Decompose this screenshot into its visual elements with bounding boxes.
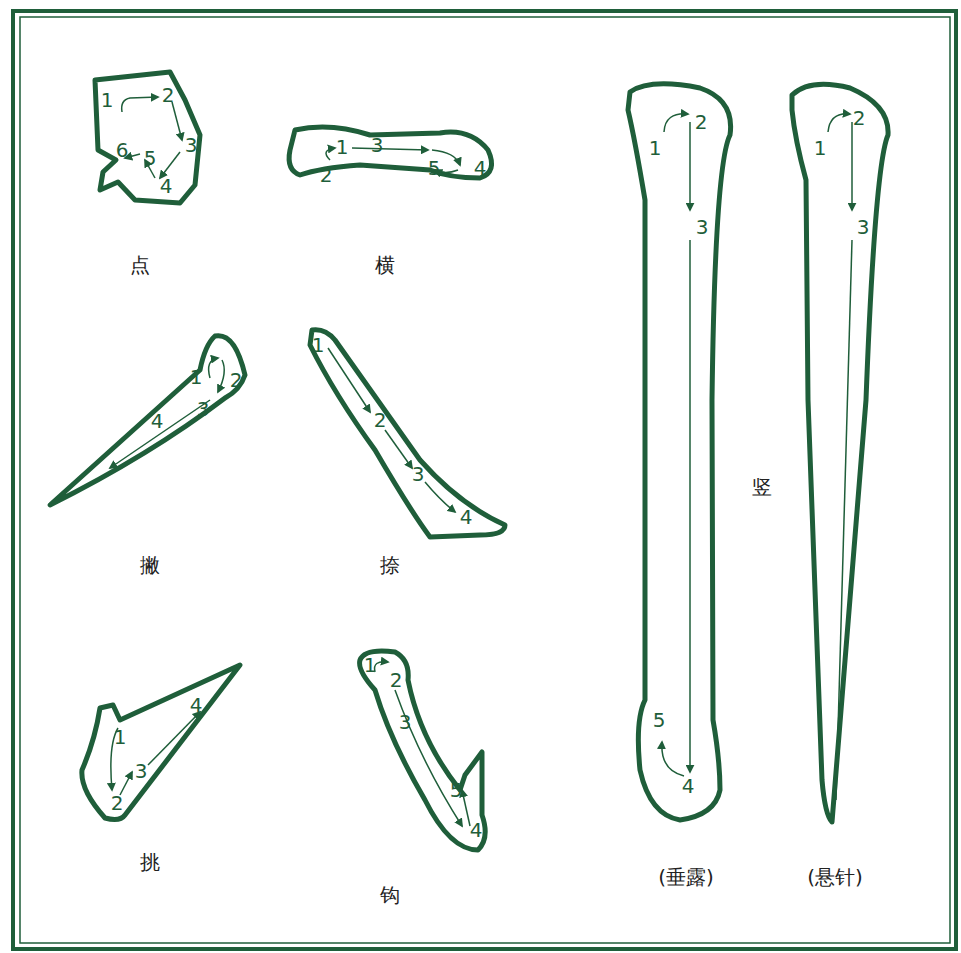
callout-number: 2 — [373, 410, 388, 430]
callout-number: 3 — [411, 464, 426, 484]
callout-number: 1 — [311, 335, 326, 355]
stroke-name: 挑 — [139, 852, 161, 872]
callout-number: 4 — [189, 695, 204, 715]
stroke-name: 横 — [374, 255, 396, 275]
callout-number: 2 — [852, 108, 867, 128]
callout-number: 2 — [161, 85, 176, 105]
callout-number: 3 — [398, 712, 413, 732]
stroke-name: 钩 — [379, 885, 401, 905]
callout-number: 3 — [856, 217, 871, 237]
stroke-name: 撇 — [139, 555, 161, 575]
callout-number: 1 — [189, 367, 204, 387]
stroke-name: 竖 — [751, 477, 773, 497]
callout-number: 1 — [363, 655, 378, 675]
callout-number: 3 — [196, 399, 211, 419]
callout-number: 3 — [370, 135, 385, 155]
stroke-name: 捺 — [379, 555, 401, 575]
callout-number: 4 — [469, 820, 484, 840]
callout-number: 4 — [459, 507, 474, 527]
callout-number: 4 — [159, 176, 174, 196]
callout-number: 3 — [184, 135, 199, 155]
stroke-name: (悬针) — [806, 867, 864, 887]
callout-number: 1 — [113, 727, 128, 747]
callout-number: 3 — [695, 217, 710, 237]
callout-number: 4 — [150, 411, 165, 431]
callout-number: 3 — [134, 761, 149, 781]
stroke-name: (垂露) — [657, 867, 715, 887]
callout-number: 5 — [427, 158, 442, 178]
callout-number: 2 — [319, 165, 334, 185]
callout-number: 4 — [473, 158, 488, 178]
callout-number: 2 — [694, 112, 709, 132]
callout-number: 2 — [389, 670, 404, 690]
callout-number: 5 — [449, 780, 464, 800]
callout-number: 1 — [813, 138, 828, 158]
callout-number: 2 — [110, 793, 125, 813]
stroke-name: 点 — [129, 255, 151, 275]
callout-number: 4 — [681, 776, 696, 796]
callout-number: 1 — [648, 138, 663, 158]
callout-number: 5 — [652, 710, 667, 730]
callout-number: 1 — [335, 137, 350, 157]
callout-number: 1 — [100, 90, 115, 110]
callout-number: 2 — [229, 370, 244, 390]
callout-number: 5 — [143, 148, 158, 168]
callout-number: 6 — [115, 140, 130, 160]
